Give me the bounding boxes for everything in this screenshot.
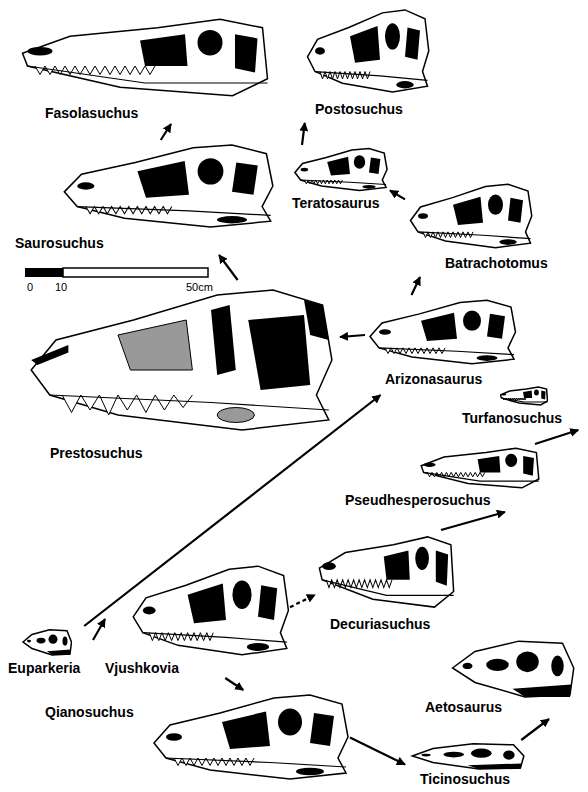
taxon-label: Vjushkovia: [105, 660, 179, 677]
taxon-label: Ticinosuchus: [420, 771, 510, 788]
taxon-label: Postosuchus: [315, 101, 403, 118]
scale-label: 10: [55, 281, 67, 294]
taxon-label: Prestosuchus: [50, 445, 143, 462]
descent-arrow: [93, 619, 105, 640]
taxon-label: Arizonasaurus: [385, 371, 482, 388]
taxon-label: Teratosaurus: [292, 195, 380, 212]
scale-label: 0: [27, 281, 33, 294]
taxon-skull: Prestosuchus: [20, 280, 340, 470]
taxon-label: Decuriasuchus: [330, 616, 430, 633]
scale-label: 50cm: [186, 281, 213, 294]
scale-bar: [63, 268, 208, 277]
descent-arrow: [225, 678, 243, 690]
taxon-skull: Turfanosuchus: [458, 384, 582, 430]
descent-arrow: [441, 512, 505, 530]
taxon-label: Batrachotomus: [445, 255, 548, 272]
taxon-label: Fasolasuchus: [45, 105, 138, 122]
taxon-skull: Batrachotomus: [405, 180, 555, 277]
descent-arrow: [84, 395, 380, 626]
scale-bar: [25, 268, 63, 277]
descent-arrow: [350, 738, 405, 765]
descent-arrow: [412, 277, 421, 295]
taxon-label: Pseudhesperosuchus: [345, 492, 491, 509]
descent-arrow: [219, 255, 238, 280]
taxon-skull: Vjushkovia: [105, 560, 290, 678]
taxon-skull: Saurosuchus: [15, 140, 280, 255]
taxon-skull: Aetosaurus: [425, 635, 580, 719]
taxon-skull: Ticinosuchus: [405, 740, 530, 789]
taxon-skull: Euparkeria: [5, 626, 93, 682]
taxon-skull: Pseudhesperosuchus: [345, 444, 545, 512]
taxon-label: Saurosuchus: [15, 235, 104, 252]
taxon-label: Euparkeria: [8, 660, 80, 677]
descent-arrow: [521, 719, 549, 740]
descent-arrow: [535, 430, 578, 444]
descent-arrow: [390, 191, 405, 200]
taxon-skull: Decuriasuchus: [315, 530, 455, 638]
taxon-label: Qianosuchus: [45, 704, 134, 721]
taxon-skull: Qianosuchus: [45, 690, 350, 785]
taxon-skull: Arizonasaurus: [365, 295, 520, 395]
taxon-skull: Fasolasuchus: [15, 10, 275, 124]
taxon-skull: Teratosaurus: [290, 145, 390, 215]
descent-arrow: [290, 595, 315, 607]
taxon-label: Aetosaurus: [425, 699, 502, 716]
descent-arrow: [340, 335, 365, 337]
descent-arrow: [302, 123, 305, 145]
taxon-skull: Postosuchus: [295, 5, 435, 123]
taxon-label: Turfanosuchus: [462, 410, 562, 427]
descent-arrow: [161, 124, 171, 140]
